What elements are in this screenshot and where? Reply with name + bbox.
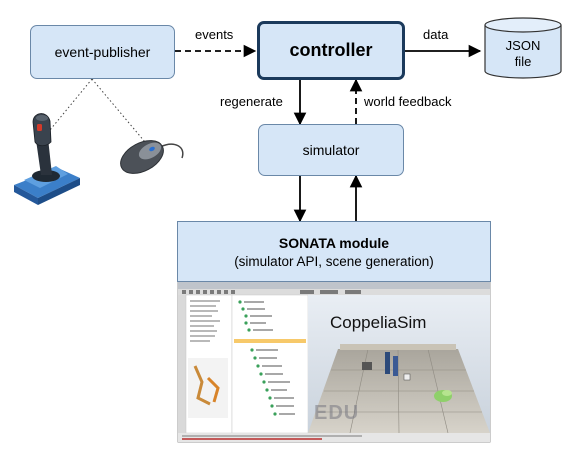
coppeliasim-title: CoppeliaSim bbox=[330, 313, 427, 332]
json-file-label: JSON file bbox=[485, 38, 561, 70]
controller-node: controller bbox=[257, 21, 405, 80]
event-publisher-label: event-publisher bbox=[54, 44, 151, 60]
edu-watermark: EDU bbox=[314, 402, 360, 424]
world-feedback-edge-label: world feedback bbox=[364, 94, 452, 109]
data-edge-label: data bbox=[423, 27, 449, 42]
computer-mouse-icon bbox=[120, 140, 184, 174]
simulator-node: simulator bbox=[258, 124, 404, 176]
sonata-subtitle: (simulator API, scene generation) bbox=[234, 253, 434, 269]
regenerate-edge-label: regenerate bbox=[220, 94, 283, 109]
coppeliasim-screenshot bbox=[177, 281, 491, 443]
sonata-module-node: SONATA module (simulator API, scene gene… bbox=[177, 221, 491, 282]
event-publisher-node: event-publisher bbox=[30, 25, 175, 79]
json-file-line2: file bbox=[514, 54, 532, 69]
events-edge-label: events bbox=[195, 27, 234, 42]
database-cylinder-icon bbox=[484, 17, 562, 79]
mouse-connector bbox=[91, 78, 146, 143]
joystick-connector bbox=[49, 78, 93, 131]
json-file-line1: JSON bbox=[505, 38, 541, 53]
simulator-label: simulator bbox=[302, 142, 360, 158]
controller-label: controller bbox=[289, 40, 373, 60]
joystick-icon bbox=[14, 113, 80, 205]
sonata-title: SONATA module bbox=[278, 234, 390, 251]
